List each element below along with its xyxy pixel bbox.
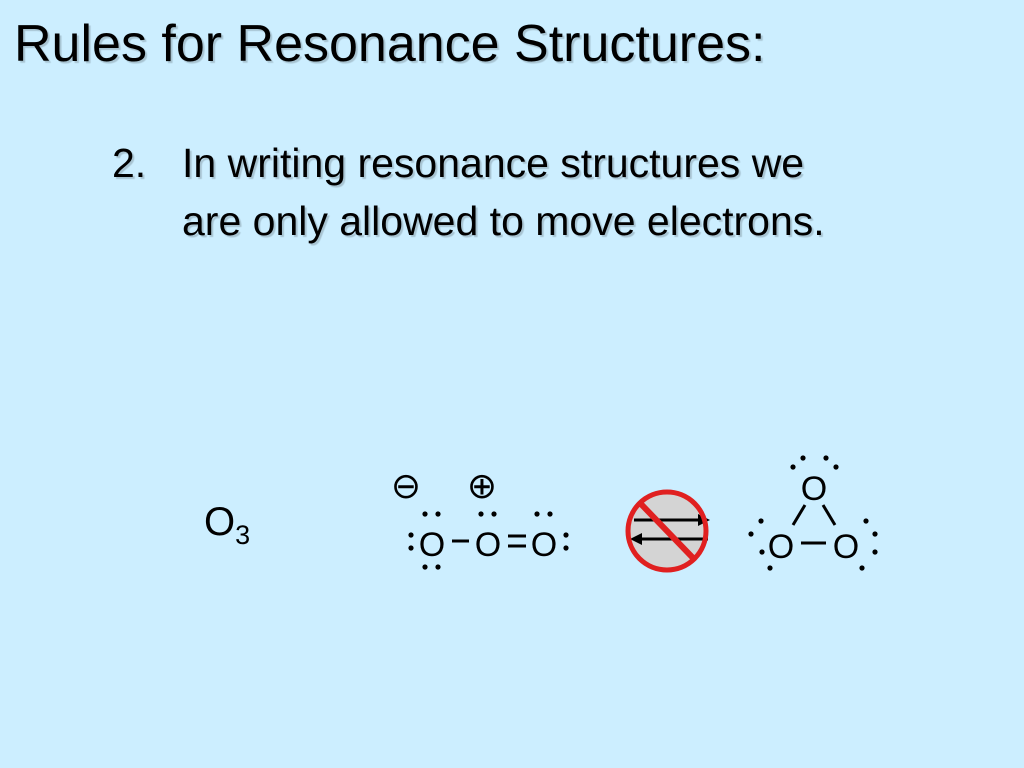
prohibition-ring: [625, 489, 709, 573]
cyclic-ozone-structure: O O O: [748, 455, 878, 571]
prohibition-slash: [637, 500, 697, 562]
oxygen-atom-bottom-right: O: [833, 528, 859, 566]
slide-title: Rules for Resonance Structures:: [14, 15, 766, 73]
ring-bond-left: [791, 504, 807, 526]
lone-pairs-cyclic: [748, 455, 878, 571]
formula-subscript: 3: [235, 520, 251, 550]
open-ozone-structure: ⊖ ⊕ O O O: [391, 465, 569, 570]
oxygen-atom-left: O: [419, 526, 445, 564]
oxygen-atom-center: O: [475, 526, 501, 564]
rule-line-2: are only allowed to move electrons.: [182, 198, 825, 244]
lone-pair-center-oxygen: [478, 511, 497, 517]
negative-charge-icon: ⊖: [391, 465, 421, 506]
lone-pairs-right-oxygen: [534, 511, 569, 551]
rule-number: 2.: [112, 140, 147, 186]
ring-bond-right: [821, 504, 837, 526]
positive-charge-icon: ⊕: [467, 465, 497, 506]
molecular-formula: O3: [204, 498, 250, 559]
rule-text: 2. In writing resonance structures we are…: [112, 134, 825, 250]
formula-element: O: [204, 500, 236, 544]
rule-line-1: 2. In writing resonance structures we: [112, 134, 825, 192]
lone-pairs-left-oxygen: [408, 511, 441, 570]
oxygen-atom-bottom-left: O: [768, 528, 794, 566]
rule-line-1-text: In writing resonance structures we: [182, 140, 805, 186]
double-bond: [508, 534, 526, 548]
not-resonance-arrows-icon: [625, 489, 710, 573]
oxygen-atom-top: O: [801, 470, 827, 508]
oxygen-atom-right: O: [531, 526, 557, 564]
